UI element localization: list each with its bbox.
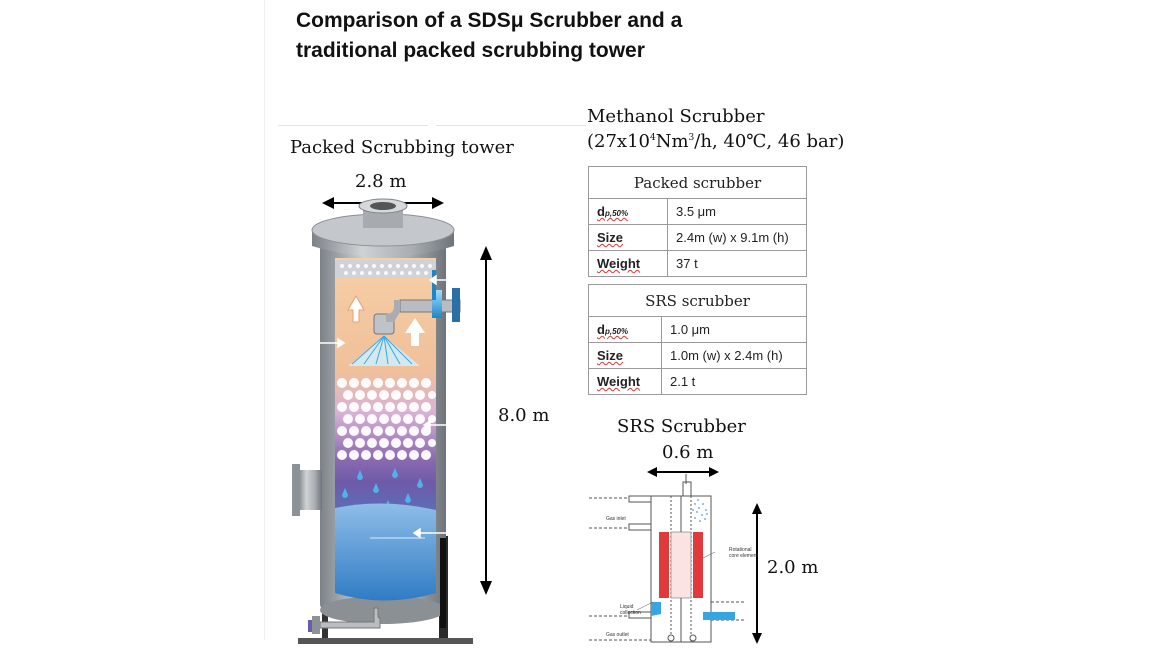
table-row: dp,50% 1.0 μm (588, 316, 807, 343)
spray-pipe (399, 299, 461, 313)
liquid-inlet-flange (452, 288, 460, 322)
packed-tower-height-dim: 8.0 m (498, 405, 550, 426)
packed-tower-label: Packed Scrubbing tower (290, 137, 514, 158)
methanol-title-line-1: Methanol Scrubber (587, 106, 765, 127)
rotational-core-right (693, 532, 703, 598)
gas-up-arrow-icon (347, 294, 365, 323)
srs-scrubber-table: SRS scrubber dp,50% 1.0 μm Size 1.0m (w)… (588, 284, 807, 395)
liquid-pool (335, 503, 436, 601)
srs-width-arrow (647, 467, 719, 477)
gas-outlet-annotation: Gas outlet (606, 632, 629, 638)
spray-zone (692, 499, 708, 522)
divider-right (436, 125, 586, 126)
table-row: Size 2.4m (w) x 9.1m (h) (588, 224, 807, 251)
table-row: Weight 2.1 t (588, 368, 807, 395)
srs-diagram-label: SRS Scrubber (617, 416, 746, 437)
tower-base (298, 638, 473, 644)
page-title-line-2: traditional packed scrubbing tower (296, 39, 645, 62)
height-dimension-arrow (480, 246, 492, 595)
srs-table-header: SRS scrubber (588, 284, 807, 317)
table-row: Size 1.0m (w) x 2.4m (h) (588, 342, 807, 369)
divider-left (278, 125, 428, 126)
table-row: Weight 37 t (588, 250, 807, 277)
gas-inlet-nozzle (298, 470, 322, 510)
srs-width-dim: 0.6 m (662, 442, 714, 463)
liquid-collection-left (651, 602, 661, 616)
methanol-title-line-2: (27x104Nm3/h, 40℃, 46 bar) (587, 131, 845, 152)
packed-tower-diagram (292, 197, 492, 644)
divider-vertical (264, 0, 265, 640)
page-title: Comparison of a SDSμ Scrubber and a trad… (296, 6, 816, 66)
demister-mesh (335, 260, 436, 278)
srs-height-dim: 2.0 m (767, 557, 819, 578)
packed-scrubber-table: Packed scrubber dp,50% 3.5 μm Size 2.4m … (588, 166, 807, 277)
tower-bottom (320, 596, 446, 624)
liquid-outlet-right (703, 612, 735, 620)
gas-inlet-annotation: Gas inlet (606, 516, 626, 522)
packed-tower-width-dim: 2.8 m (355, 171, 407, 192)
spray-cone (348, 336, 420, 366)
srs-height-arrow (752, 503, 762, 644)
drain-pipe (319, 607, 381, 629)
packing-bed (337, 378, 436, 460)
srs-scrubber-diagram (589, 467, 762, 644)
gas-up-arrow-icon (405, 318, 425, 346)
table-row: dp,50% 3.5 μm (588, 198, 807, 225)
packed-table-header: Packed scrubber (588, 166, 807, 199)
rotational-core-left (659, 532, 669, 598)
liquid-inlet-pipe (432, 290, 442, 318)
page-title-line-1: Comparison of a SDSμ Scrubber and a (296, 9, 683, 32)
